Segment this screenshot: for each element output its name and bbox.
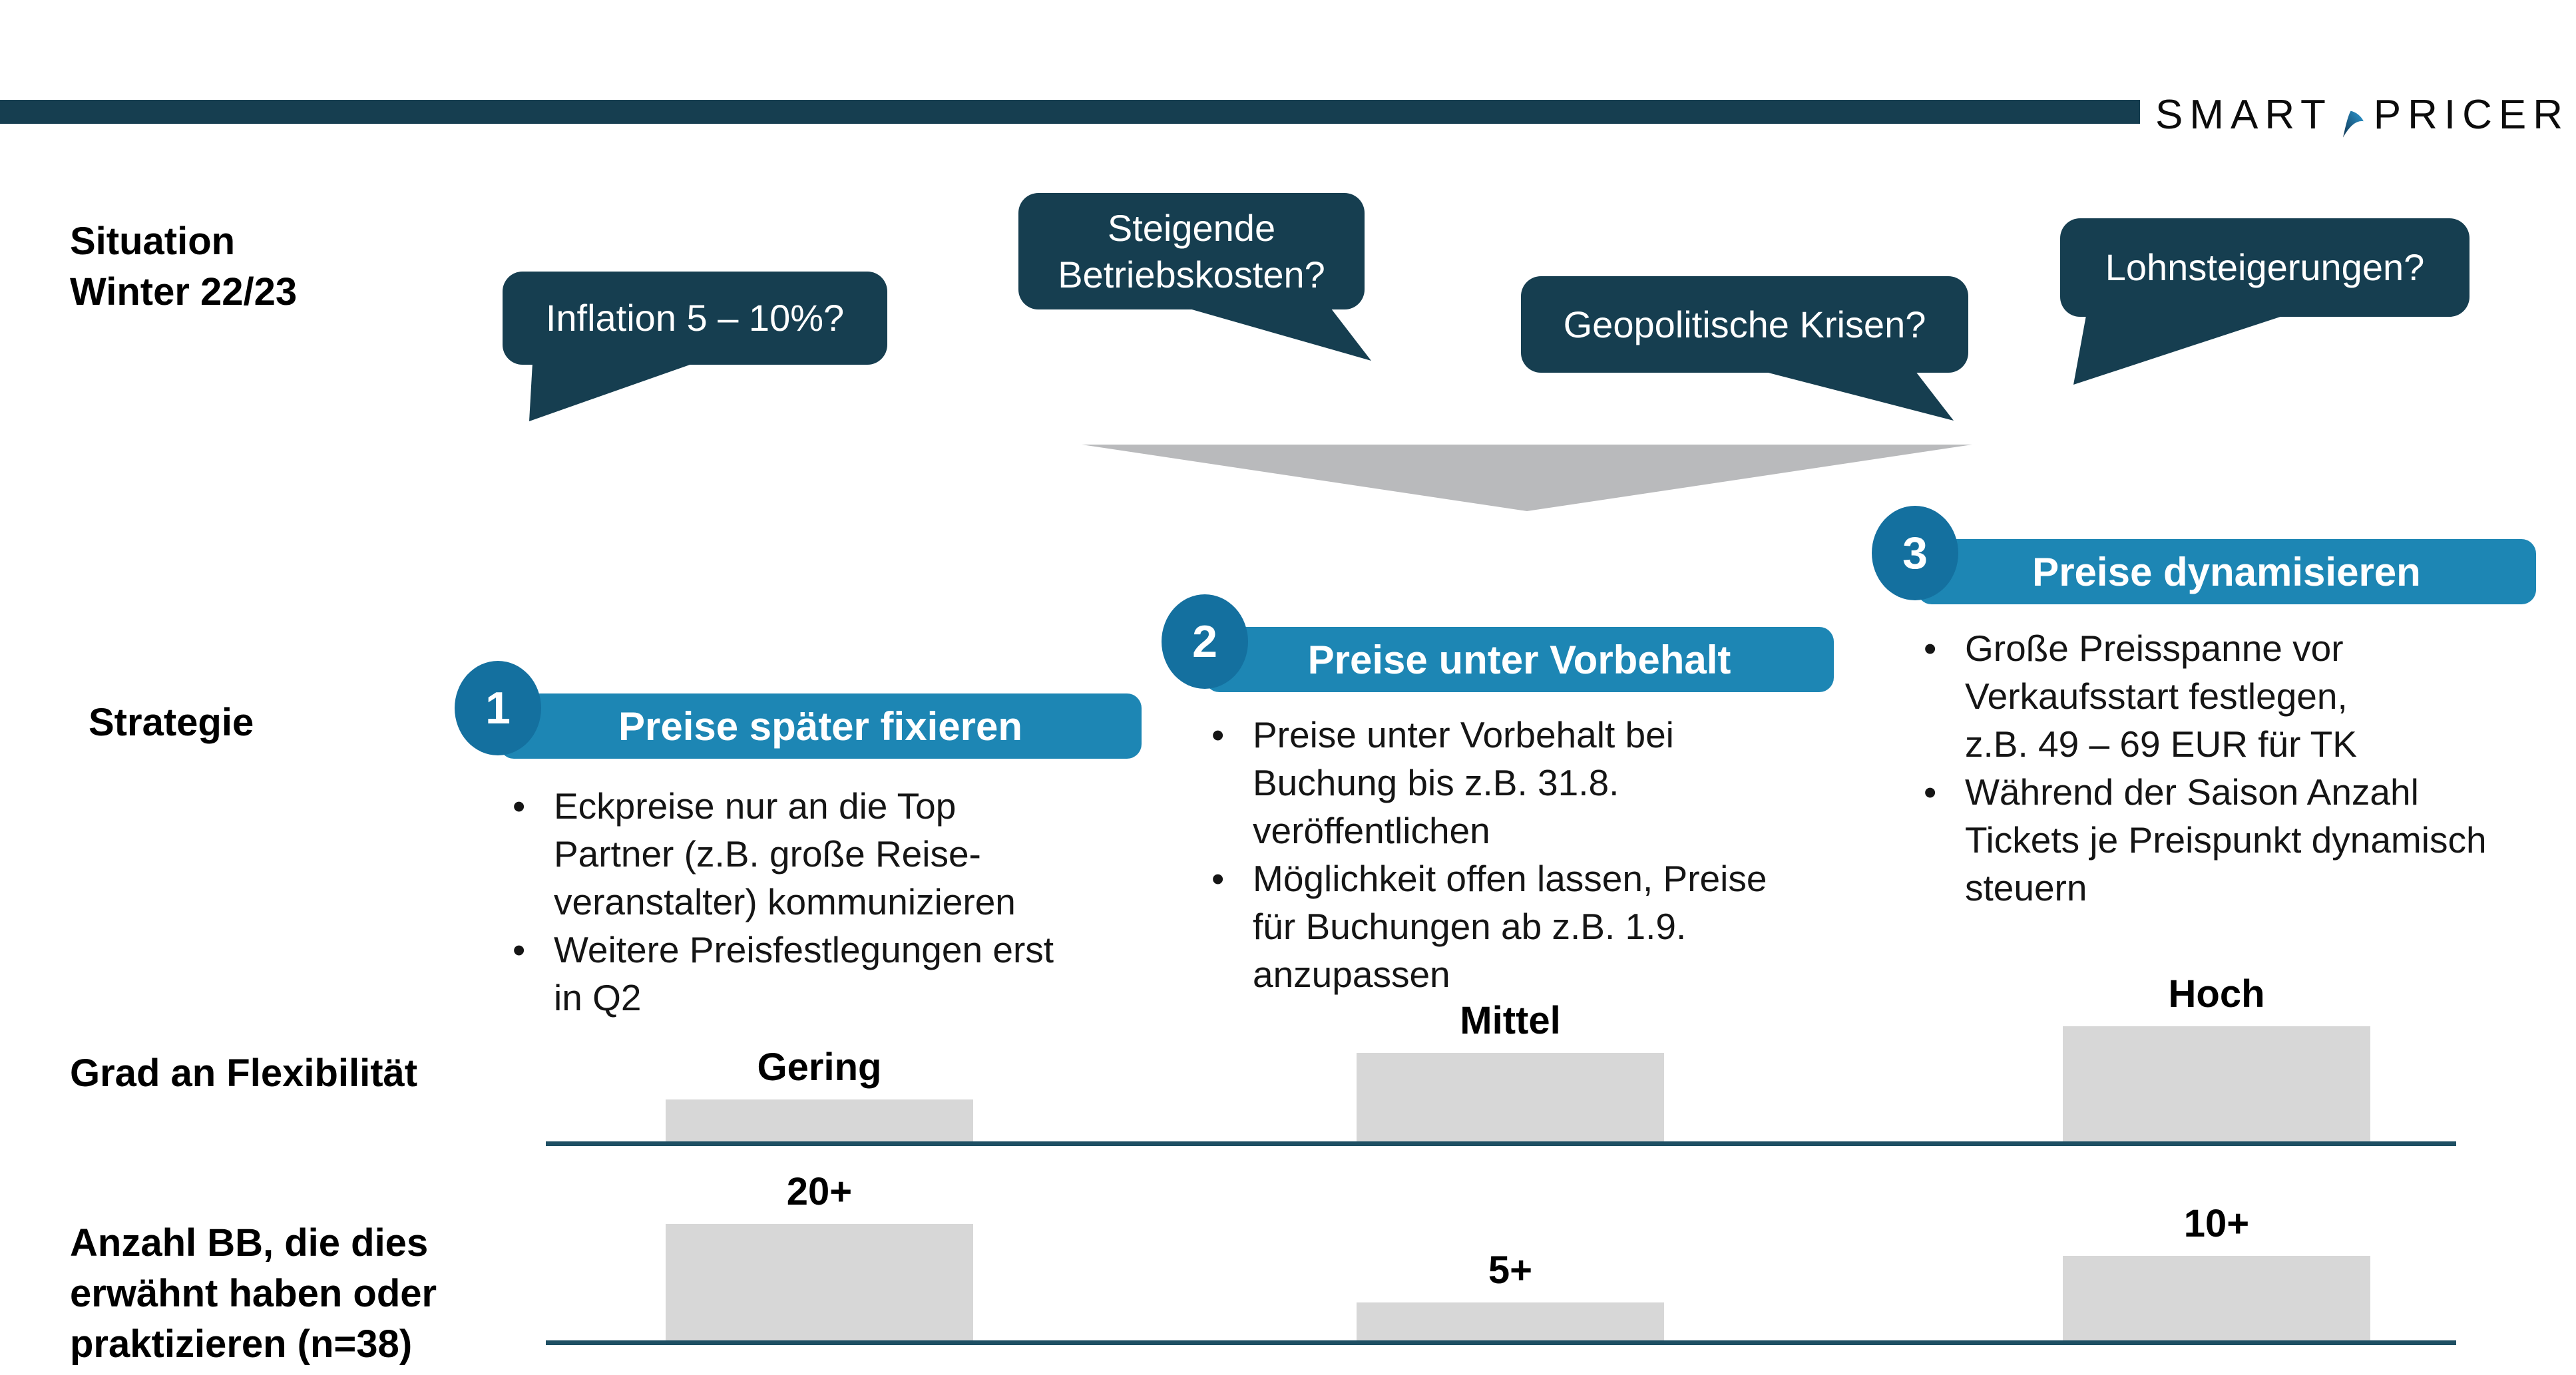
strategy-2-number: 2 [1192,616,1217,667]
mentions-tick-20plus: 20+ [786,1170,853,1213]
funnel-arrow-icon [1082,445,1972,511]
strategy-1-title-bar: Preise später fixieren [499,693,1142,759]
swoosh-icon [2342,110,2364,138]
flexibility-bar-mittel: Mittel [1357,998,1664,1141]
situation-line1: Situation [70,220,236,263]
bullet-dot: • [1211,714,1225,755]
bullet-dot: • [1924,628,1937,669]
strategy-3-bullets: • Große Preisspanne vor Verkaufsstart fes… [1924,624,2576,912]
bullet-text: Preise unter Vorbehalt bei Buchung bis z… [1253,714,1674,851]
mentions-axis-line [546,1340,2456,1345]
strategy-1-number: 1 [485,683,511,733]
flexibility-bar-gering: Gering [666,1045,973,1141]
bullet-text: Weitere Preisfestlegungen erst in Q2 [554,929,1054,1018]
bullet-item: • Preise unter Vorbehalt bei Buchung bis … [1211,711,1884,855]
strategy-1-title: Preise später fixieren [618,703,1022,749]
situation-line2: Winter 22/23 [70,270,298,313]
bar [666,1099,973,1141]
bubble-krisen: Geopolitische Krisen? [1521,276,1968,373]
bubble-lohnsteigerungen: Lohnsteigerungen? [2060,218,2469,317]
bubble-krisen-text: Geopolitische Krisen? [1563,303,1926,345]
strategy-3-number: 3 [1902,528,1928,578]
bubble-betriebskosten-text: Steigende Betriebskosten? [1058,206,1325,295]
bubble-inflation: Inflation 5 – 10%? [503,272,887,365]
strategy-2-title-bar: Preise unter Vorbehalt [1205,627,1834,692]
smart-pricer-logo: SMART PRICER [2155,79,2569,152]
bubble-lohnsteigerungen-text: Lohnsteigerungen? [2105,246,2425,288]
bullet-dot: • [1211,858,1225,899]
flexibility-tick-hoch: Hoch [2168,972,2265,1016]
bullet-dot: • [1924,771,1937,813]
strategy-2-title: Preise unter Vorbehalt [1307,637,1731,682]
bullet-text: Möglichkeit offen lassen, Preise für Buc… [1253,858,1767,995]
header-rule [0,100,2140,124]
strategy-2-number-badge: 2 [1162,594,1248,689]
strategy-2-bullets: • Preise unter Vorbehalt bei Buchung bis … [1211,711,1884,998]
bullet-item: • Große Preisspanne vor Verkaufsstart fes… [1924,624,2576,768]
strategy-3-title-bar: Preise dynamisieren [1917,539,2536,604]
strategy-label: Strategie [89,701,254,744]
bullet-item: • Während der Saison Anzahl Tickets je Pr… [1924,768,2576,912]
bullet-item: • Möglichkeit offen lassen, Preise für Bu… [1211,855,1884,998]
bar [1357,1302,1664,1340]
bullet-text: Eckpreise nur an die Top Partner (z.B. g… [554,785,1016,922]
bubble-krisen-tail [1761,371,1954,421]
flexibility-axis-line [546,1141,2456,1146]
mentions-label: Anzahl BB, die dies erwähnt haben oder p… [70,1221,437,1366]
bubble-betriebskosten: Steigende Betriebskosten? [1018,193,1365,309]
mentions-bar-2: 5+ [1357,1248,1664,1340]
strategy-1-number-badge: 1 [455,661,541,755]
flexibility-tick-mittel: Mittel [1460,999,1561,1042]
mentions-bar-3: 10+ [2063,1201,2370,1340]
bar [666,1224,973,1340]
bar [1357,1053,1664,1141]
flexibility-bar-hoch: Hoch [2063,972,2370,1141]
bar [2063,1026,2370,1141]
logo-text-smart: SMART [2155,92,2332,138]
bullet-dot: • [513,929,526,970]
logo-text-pricer: PRICER [2373,92,2569,138]
mentions-bar-1: 20+ [666,1169,973,1340]
strategy-3-number-badge: 3 [1872,506,1958,600]
strategy-1-bullets: • Eckpreise nur an die Top Partner (z.B. … [513,782,1138,1022]
flexibility-tick-gering: Gering [757,1046,882,1089]
bullet-text: Große Preisspanne vor Verkaufsstart fest… [1965,628,2357,765]
mentions-chart: 20+ 5+ 10+ [0,1169,2576,1345]
bubble-inflation-text: Inflation 5 – 10%? [545,297,845,339]
bullet-item: • Weitere Preisfestlegungen erst in Q2 [513,926,1138,1022]
bubble-betriebskosten-tail [1185,307,1371,361]
bullet-item: • Eckpreise nur an die Top Partner (z.B. … [513,782,1138,926]
strategy-3-title: Preise dynamisieren [2032,549,2421,594]
mentions-tick-10plus: 10+ [2183,1202,2250,1245]
bubble-lohnsteigerungen-tail [2073,315,2286,385]
mentions-tick-5plus: 5+ [1488,1249,1533,1292]
flexibility-label: Grad an Flexibilität [70,1052,418,1095]
bar [2063,1256,2370,1340]
bubble-inflation-tail [529,363,696,421]
bullet-dot: • [513,785,526,827]
bullet-text: Während der Saison Anzahl Tickets je Pre… [1965,771,2487,908]
flexibility-chart: Gering Mittel Hoch [0,945,2576,1146]
